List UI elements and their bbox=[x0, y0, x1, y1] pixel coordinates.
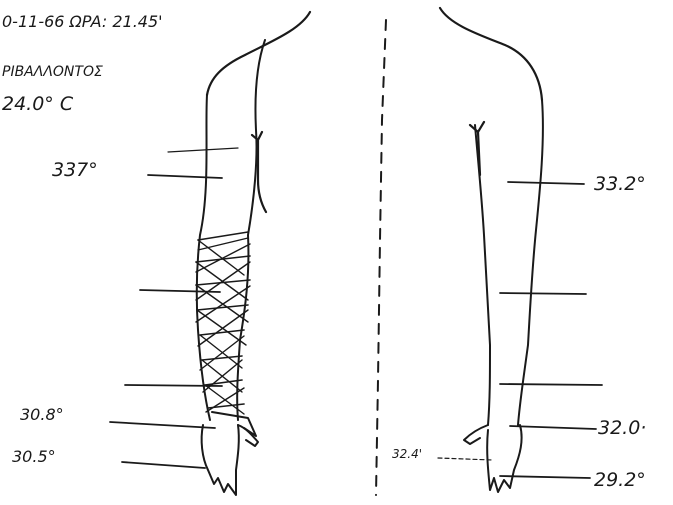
left-arm-bandage bbox=[196, 232, 256, 436]
date-time-text: 0-11-66 ΩPA: 21.45' bbox=[2, 12, 163, 31]
ambient-temperature: 24.0° C bbox=[2, 93, 74, 115]
left-arm-outline bbox=[197, 12, 310, 495]
left-wrist-temp: 30.8° bbox=[20, 405, 64, 424]
left-upper-arm-temp: 337° bbox=[52, 159, 98, 181]
right-palm-temp: 32.4' bbox=[392, 447, 422, 461]
right-arm-measure-lines bbox=[438, 182, 602, 478]
right-hand-temp: 29.2° bbox=[594, 469, 646, 491]
right-upper-arm-temp: 33.2° bbox=[594, 173, 646, 195]
right-arm-outline bbox=[440, 8, 543, 492]
left-hand-temp: 30.5° bbox=[12, 447, 56, 466]
ambient-label: PIBAΛΛONTOΣ bbox=[2, 64, 103, 80]
right-wrist-temp: 32.0· bbox=[598, 417, 646, 439]
center-dashed-divider bbox=[376, 20, 386, 495]
